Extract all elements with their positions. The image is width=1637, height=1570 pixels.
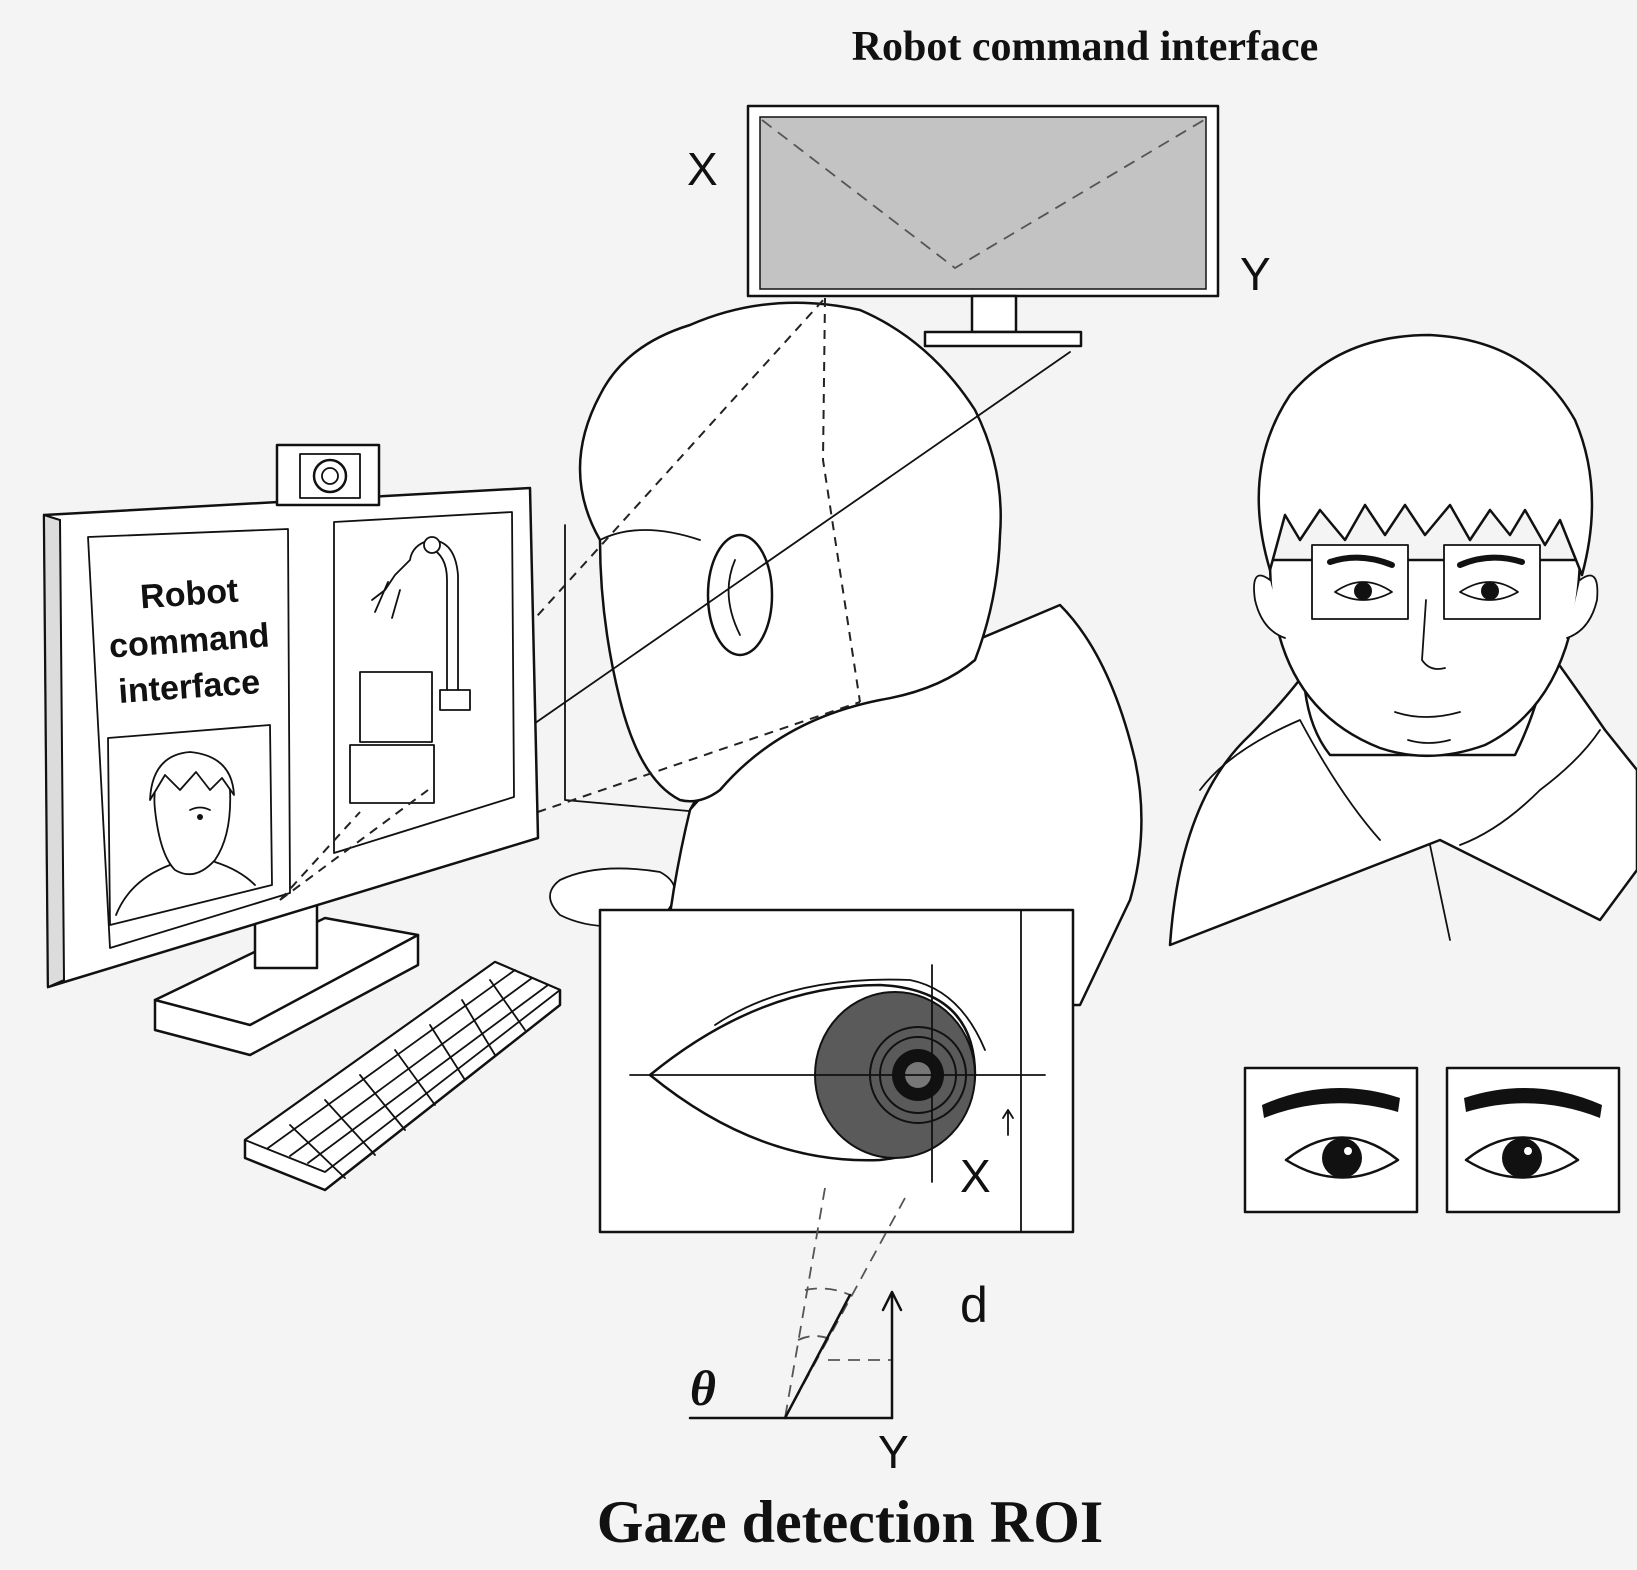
gaze-geometry-y-label: Y <box>878 1426 909 1478</box>
left-monitor-robot-arm <box>349 536 471 804</box>
eye-closeup-left-pupil <box>1322 1138 1362 1178</box>
eye-roi-eyelid <box>714 978 986 1051</box>
person-front <box>1168 333 1637 947</box>
person-front-pupil-left <box>1354 582 1372 600</box>
left-monitor-text-line-1: Robot <box>139 572 240 617</box>
person-front-hair <box>1257 333 1594 577</box>
gaze-geometry-arc-lower <box>797 1335 833 1341</box>
eye-closeup-right-pupil <box>1502 1138 1542 1178</box>
left-monitor-ray-2 <box>279 811 361 901</box>
person-front-ear-left <box>1253 574 1286 639</box>
person-rear-ear <box>706 533 774 657</box>
person-rear-head <box>578 301 1002 803</box>
person-front-zipper <box>1429 844 1451 941</box>
eye-closeup-left-eyebrow <box>1262 1088 1400 1118</box>
eye-closeup-right-glint <box>1524 1147 1532 1155</box>
person-front-eyebrow-left <box>1327 554 1395 568</box>
left-monitor-face-sketch <box>115 751 256 916</box>
person-rear-ear-inner <box>727 559 741 636</box>
keyboard-keys <box>267 969 549 1179</box>
person-front-eyebrow-right <box>1457 554 1525 568</box>
gaze-dashed-line-vertical <box>821 297 861 703</box>
person-rear-hairline <box>599 529 701 541</box>
person-front-chin-line <box>1407 739 1451 744</box>
eye-roi-x-arrowhead <box>1002 1109 1014 1119</box>
top-monitor-neck <box>970 294 1018 334</box>
top-monitor-base <box>923 330 1083 348</box>
person-rear <box>279 297 1143 1007</box>
top-monitor-screen <box>759 116 1207 290</box>
gaze-geometry-arrowhead <box>881 1290 903 1312</box>
webcam-lens <box>312 458 348 494</box>
top-monitor-title: Robot command interface <box>852 24 1319 70</box>
gaze-geometry-arc-upper <box>804 1287 853 1297</box>
eye-roi-x-label: X <box>960 1150 991 1202</box>
gaze-geometry-theta-label: θ <box>690 1360 716 1416</box>
top-monitor-projection-lines <box>761 119 1205 270</box>
left-monitor: Robot command interface <box>42 443 540 1057</box>
top-monitor: Robot command interface X Y <box>687 24 1319 348</box>
back-monitor-outline <box>564 524 701 813</box>
gaze-geometry-d-label: d <box>960 1277 988 1333</box>
webcam-lens-inner <box>321 467 339 485</box>
left-monitor-edge <box>42 513 66 989</box>
person-front-hood-left <box>1199 719 1381 841</box>
gaze-geometry-gaze-vector <box>783 1293 852 1420</box>
person-front-ear-right <box>1566 574 1599 639</box>
eye-closeup-left-glint <box>1344 1147 1352 1155</box>
gaze-geometry: θ d Y <box>688 1187 988 1478</box>
person-front-nose <box>1421 599 1446 670</box>
person-front-mouth <box>1394 711 1461 718</box>
eye-roi-panel: X <box>598 908 1075 1234</box>
person-front-hood-right <box>1459 729 1601 846</box>
caption: Gaze detection ROI <box>597 1489 1104 1555</box>
top-monitor-x-label: X <box>687 143 718 195</box>
top-monitor-y-label: Y <box>1240 248 1271 300</box>
keyboard <box>243 960 562 1192</box>
person-front-pupil-right <box>1481 582 1499 600</box>
eye-closeups <box>1243 1066 1621 1214</box>
eye-closeup-right-eyebrow <box>1464 1088 1602 1118</box>
